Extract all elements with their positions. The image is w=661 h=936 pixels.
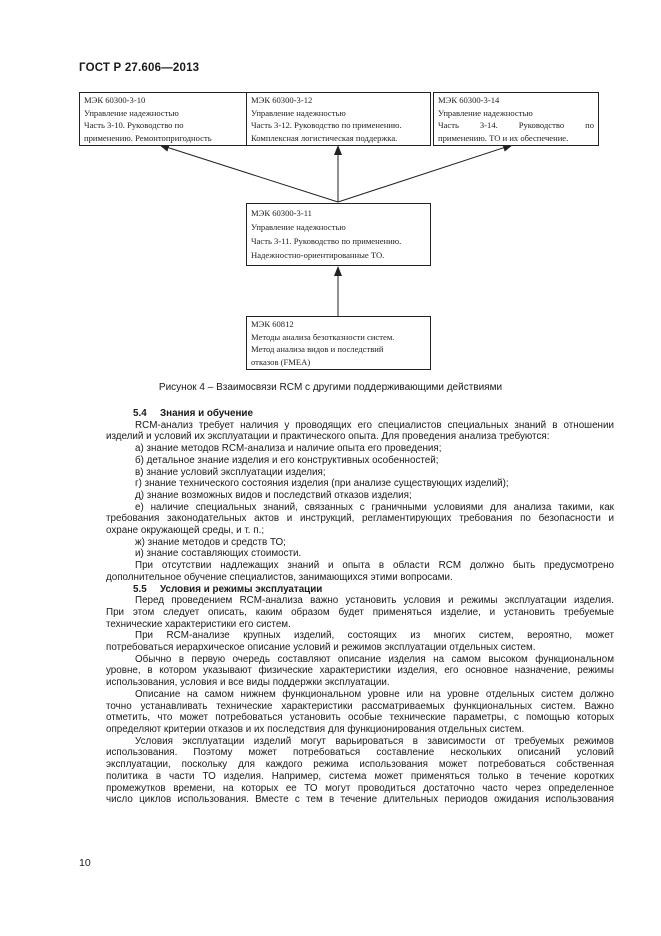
box-line: Часть 3-14. Руководство по (438, 120, 594, 131)
paragraph-line: RCM-анализ требует наличия у проводящих … (135, 419, 614, 431)
box-line: отказов (FMEA) (251, 356, 311, 367)
list-item: в) знание условий эксплуатации изделия; (135, 466, 326, 478)
relationship-diagram (159, 143, 513, 316)
box-line: Метод анализа видов и последствий (251, 344, 384, 355)
paragraph-line: Описание на самом нижнем функциональном … (135, 688, 614, 700)
list-item-cont: охране окружающей среды, и т. п.; (106, 525, 265, 537)
paragraph-line: При отсутствии надлежащих знаний и опыта… (135, 560, 614, 572)
box-iec-60812: МЭК 60812 Методы анализа безотказности с… (246, 316, 431, 370)
paragraph-line: использования, условия и все виды поддер… (106, 677, 390, 689)
paragraph-line: уровне, в котором указывают физические х… (106, 665, 614, 677)
paragraph-line: технические характеристики его систем. (106, 618, 291, 630)
box-iec-60300-3-10: МЭК 60300-3-10 Управление надежностью Ча… (79, 92, 258, 146)
paragraph-line: число циклов использования. Вместе с тем… (106, 794, 614, 806)
paragraph-line: промежутков времени, на которых ее ТО мо… (106, 782, 614, 794)
list-item: д) знание возможных видов и последствий … (135, 489, 412, 501)
figure-caption: Рисунок 4 – Взаимосвязи RCM с другими по… (158, 382, 503, 393)
box-line: Комплексная логистическая поддержка. (251, 132, 398, 143)
box-line: Часть 3-12. Руководство по применению. (251, 120, 402, 131)
paragraph-line: использования. Поэтому может потребовать… (106, 747, 614, 759)
list-item: г) знание технического состояния изделия… (135, 478, 509, 490)
paragraph-line: эксплуатации, поскольку для каждого режи… (106, 759, 614, 771)
section-heading-5-4: 5.4 Знания и обучение (106, 408, 614, 420)
box-iec-60300-3-11: МЭК 60300-3-11 Управление надежностью Ча… (246, 203, 431, 266)
section-title: Условия и режимы эксплуатации (160, 583, 323, 595)
list-item: а) знание методов RCM-анализа и наличие … (135, 443, 442, 455)
box-line: МЭК 60812 (251, 319, 294, 329)
list-item: и) знание составляющих стоимости. (135, 548, 302, 560)
box-line: Управление надежностью (438, 107, 533, 118)
box-line: МЭК 60300-3-10 (84, 95, 146, 105)
arrow-to-iec-60300-3-10 (159, 143, 339, 203)
page-number: 10 (79, 857, 91, 869)
box-line: МЭК 60300-3-12 (251, 95, 313, 105)
paragraph-line: Перед проведением RCM-анализа важно уста… (135, 595, 614, 607)
section-title: Знания и обучение (160, 408, 253, 419)
list-item: е) наличие специальных знаний, связанных… (135, 501, 614, 513)
arrow-to-iec-60300-3-14 (337, 144, 513, 203)
list-item: б) детальное знание изделия и его констр… (135, 454, 439, 466)
box-line: Методы анализа безотказности систем. (251, 331, 395, 342)
paragraph-line: изделий и условий их эксплуатации и прак… (106, 431, 550, 443)
paragraph-line: Обычно в первую очередь составляют описа… (135, 653, 614, 665)
box-line: МЭК 60300-3-14 (438, 95, 500, 105)
box-line: Управление надежностью (251, 222, 346, 232)
box-line: Управление надежностью (84, 107, 179, 118)
paragraph-line: точно устанавливать технические характер… (106, 700, 614, 712)
section-number: 5.4 (133, 408, 147, 419)
section-number: 5.5 (133, 583, 147, 595)
document-header: ГОСТ Р 27.606—2013 (79, 62, 200, 74)
body-text: 5.4 Знания и обучение RCM-анализ требует … (106, 408, 614, 806)
box-line: применению. Ремонтопригодность (84, 132, 212, 143)
box-line: Часть 3-10. Руководство по (84, 120, 184, 131)
paragraph-line: При RCM-анализе крупных изделий, состоящ… (135, 630, 614, 642)
section-heading-5-5: 5.5 Условия и режимы эксплуатации (106, 584, 614, 596)
list-item-cont: требования законодательных актов и инстр… (106, 513, 614, 525)
paragraph-line: определяют критерии отказов и их последс… (106, 723, 525, 735)
box-iec-60300-3-14: МЭК 60300-3-14 Управление надежностью Ча… (433, 92, 599, 146)
list-item: ж) знание методов и средств ТО; (135, 536, 286, 548)
box-line: Надежностно-ориентированные ТО. (251, 250, 385, 260)
paragraph-line: Условия эксплуатации изделий могут варьи… (135, 735, 614, 747)
box-line: Управление надежностью (251, 107, 346, 118)
paragraph-line: дополнительное обучение специалистов, за… (106, 571, 453, 583)
box-iec-60300-3-12: МЭК 60300-3-12 Управление надежностью Ча… (246, 92, 431, 146)
paragraph-line: политика в части ТО изделия. Например, с… (106, 770, 614, 782)
box-line: МЭК 60300-3-11 (251, 208, 312, 218)
paragraph-line: отметить, что может потребоваться устано… (106, 712, 614, 724)
paragraph-line: При этом следует описать, каким образом … (106, 606, 614, 618)
box-line: применению. ТО и их обеспечение. (438, 132, 569, 143)
box-line: Часть 3-11. Руководство по применению. (251, 236, 402, 246)
paragraph-line: потребоваться иерархическое описание усл… (106, 642, 536, 654)
